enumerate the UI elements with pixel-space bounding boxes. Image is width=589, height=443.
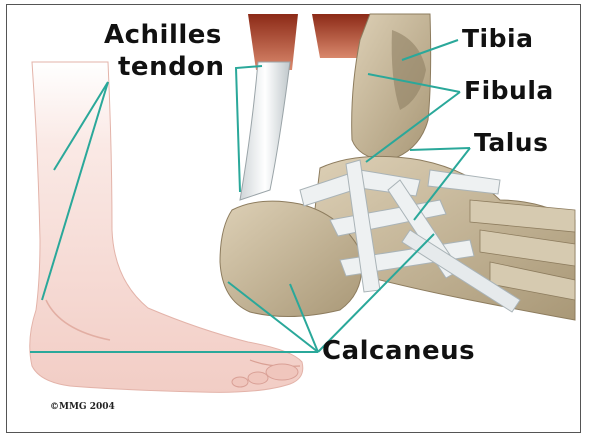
fibula-label: Fibula xyxy=(464,76,554,105)
tibia-label: Tibia xyxy=(462,24,533,53)
calcaneus-label: Calcaneus xyxy=(322,336,475,366)
tendon-label: tendon xyxy=(118,52,225,82)
achilles-label: Achilles xyxy=(104,20,222,50)
figure-border xyxy=(6,4,581,433)
talus-label: Talus xyxy=(474,128,548,157)
copyright-text: ©MMG 2004 xyxy=(50,402,115,412)
